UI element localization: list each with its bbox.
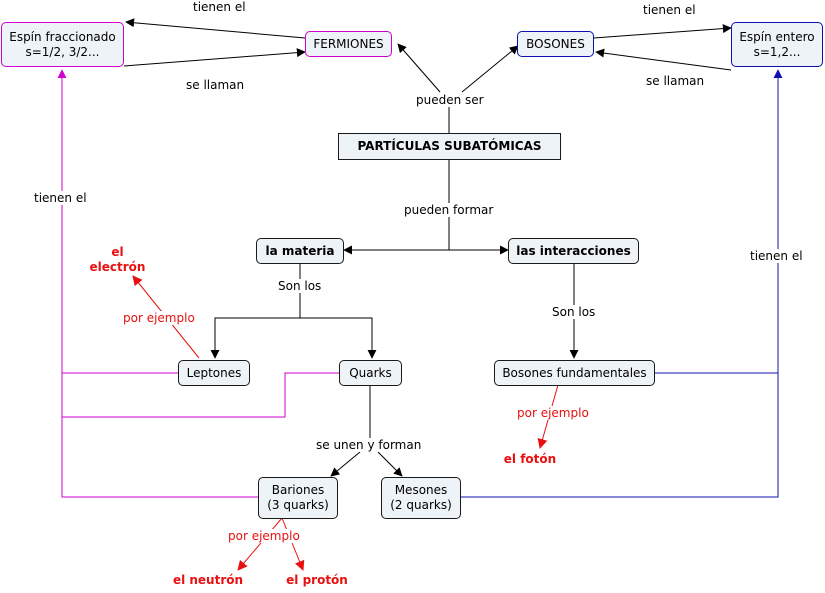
edge-espin-entero-se-llaman [595, 48, 732, 71]
node-fermiones[interactable]: FERMIONES [305, 31, 392, 57]
edge-mesones-blue [461, 69, 783, 498]
label-se-unen-y-forman: se unen y forman [314, 438, 424, 452]
node-bosones[interactable]: BOSONES [517, 31, 594, 57]
label-por-ejemplo-leptones: por ejemplo [121, 311, 197, 325]
label-son-los-materia: Son los [276, 279, 324, 293]
edge-pueden-ser-bosones [461, 45, 519, 93]
edge-bariones-neutron [237, 517, 283, 571]
node-particulas-subatomicas[interactable]: PARTÍCULAS SUBATÓMICAS [338, 133, 561, 160]
example-electron: el electrón [89, 245, 146, 274]
node-la-materia[interactable]: la materia [256, 238, 344, 264]
example-neutron: el neutrón [172, 573, 244, 587]
edge-se-unen-bariones [330, 451, 361, 477]
edge-pueden-ser-fermiones [397, 43, 441, 93]
example-proton: el protón [286, 573, 348, 587]
label-pueden-formar: pueden formar [402, 203, 496, 217]
edge-se-unen-mesones [377, 451, 403, 477]
edge-bariones-magenta [57, 69, 258, 498]
label-tienen-el-left: tienen el [32, 191, 89, 205]
node-espin-fraccionado[interactable]: Espín fraccionado s=1/2, 3/2... [1, 22, 124, 67]
edge-fermiones-tienen-el [125, 18, 306, 39]
label-por-ejemplo-bosones: por ejemplo [515, 406, 591, 420]
edge-bosones-tienen-el [593, 24, 732, 39]
edge-materia-son-los [210, 263, 301, 359]
edge-espin-se-llaman [123, 48, 306, 67]
label-tienen-el-bosones: tienen el [641, 3, 698, 17]
edge-quarks-magenta [62, 372, 339, 418]
edge-son-los-quarks [300, 317, 377, 359]
label-tienen-el-fermiones: tienen el [191, 0, 248, 14]
node-leptones[interactable]: Leptones [178, 360, 250, 386]
label-se-llaman-bosones: se llaman [644, 74, 707, 88]
edge-bariones-proton [281, 517, 305, 571]
label-se-llaman-fermiones: se llaman [184, 78, 247, 92]
node-espin-entero[interactable]: Espín entero s=1,2... [731, 22, 823, 67]
node-bosones-fundamentales[interactable]: Bosones fundamentales [494, 360, 655, 386]
example-foton: el fotón [503, 452, 557, 466]
node-las-interacciones[interactable]: las interacciones [508, 238, 639, 264]
node-quarks[interactable]: Quarks [339, 360, 402, 386]
label-pueden-ser: pueden ser [414, 93, 486, 107]
label-tienen-el-right: tienen el [748, 249, 805, 263]
label-por-ejemplo-bariones: por ejemplo [226, 529, 302, 543]
node-mesones[interactable]: Mesones (2 quarks) [381, 477, 461, 519]
node-bariones[interactable]: Bariones (3 quarks) [258, 477, 338, 519]
label-son-los-interacciones: Son los [550, 305, 598, 319]
